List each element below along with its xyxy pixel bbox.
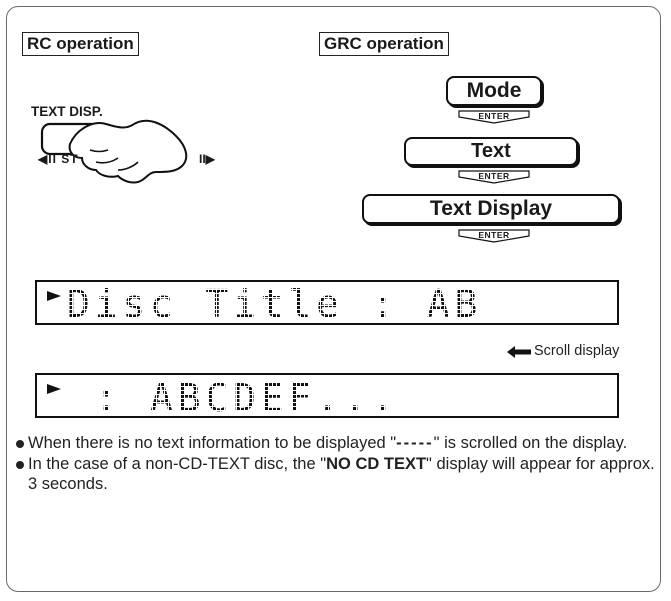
- enter-label: ENTER: [478, 111, 510, 121]
- page-frame: [6, 6, 661, 592]
- note-non-cd-text: In the case of a non-CD-TEXT disc, the "…: [16, 454, 656, 495]
- display-panel-disc-title: Disc Title : AB: [35, 280, 619, 326]
- display-cursor-icon: [47, 291, 61, 301]
- mode-button[interactable]: Mode: [446, 76, 542, 106]
- display-line-2: : ABCDEF...: [67, 376, 399, 420]
- no-cd-text-label: NO CD TEXT: [326, 454, 427, 473]
- enter-arrow-2: ENTER: [458, 170, 530, 184]
- text-button[interactable]: Text: [404, 137, 578, 166]
- bullet-icon: [16, 440, 24, 448]
- hand-pressing-button-icon: [40, 119, 188, 184]
- enter-label: ENTER: [478, 171, 510, 181]
- display-panel-scrolled: : ABCDEF...: [35, 373, 619, 420]
- rc-operation-label: RC operation: [22, 32, 139, 56]
- text-display-button[interactable]: Text Display: [362, 194, 620, 224]
- enter-arrow-3: ENTER: [458, 229, 530, 243]
- dash-placeholder: -----: [396, 434, 434, 452]
- skip-forward-label: II▶: [199, 152, 215, 166]
- grc-operation-label: GRC operation: [319, 32, 449, 56]
- skip-back-label: ◀II ST: [38, 152, 79, 166]
- enter-arrow-1: ENTER: [458, 110, 530, 124]
- text-disp-caption: TEXT DISP.: [31, 104, 103, 119]
- display-line-1: Disc Title : AB: [67, 282, 482, 326]
- display-cursor-icon: [47, 384, 61, 394]
- bullet-icon: [16, 460, 24, 469]
- note-no-text-info: When there is no text information to be …: [16, 433, 656, 454]
- notes-list: When there is no text information to be …: [16, 433, 656, 495]
- enter-label: ENTER: [478, 230, 510, 240]
- scroll-left-arrow-icon: [507, 346, 531, 358]
- scroll-display-label: Scroll display: [534, 343, 620, 359]
